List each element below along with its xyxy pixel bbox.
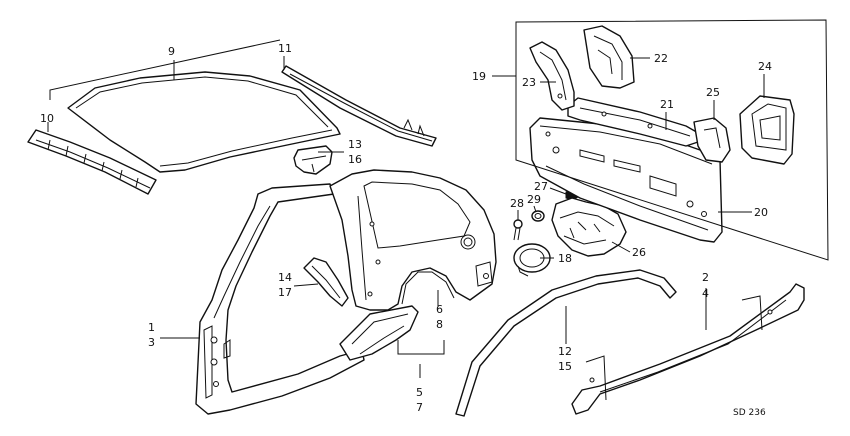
- filler-housing: [551, 197, 627, 257]
- corner-bracket-upper: [583, 25, 635, 89]
- callout-11: 11: [278, 42, 292, 55]
- callout-29: 29: [527, 193, 541, 206]
- callout-20: 20: [754, 206, 768, 219]
- callout-21: 21: [660, 98, 674, 111]
- side-bracket: [529, 41, 575, 111]
- callout-6: 6: [436, 303, 443, 316]
- fuel-filler-door: [513, 243, 551, 277]
- callout-19: 19: [472, 70, 486, 83]
- callout-14: 14: [278, 271, 292, 284]
- roof-panel: [67, 71, 341, 173]
- callout-4: 4: [702, 287, 709, 300]
- callout-10: 10: [40, 112, 54, 125]
- pillar-brace: [303, 257, 349, 307]
- callout-1: 1: [148, 321, 155, 334]
- corner-bracket-lower: [693, 117, 731, 163]
- callout-17: 17: [278, 286, 292, 299]
- rear-assembly-outline: [515, 19, 829, 261]
- outer-side-panel: [195, 183, 365, 415]
- grommet: [531, 210, 545, 222]
- callout-12: 12: [558, 345, 572, 358]
- leader-lines: [47, 39, 765, 378]
- callout-18: 18: [558, 252, 572, 265]
- quarter-panel: [329, 169, 497, 311]
- callout-13: 13: [348, 138, 362, 151]
- callout-9: 9: [168, 45, 175, 58]
- diagram-code: SD 236: [733, 408, 766, 418]
- callout-28: 28: [510, 197, 524, 210]
- callout-7: 7: [416, 401, 423, 414]
- rear-roof-rail: [281, 65, 437, 147]
- screw: [513, 219, 523, 241]
- tail-light-housing: [739, 95, 795, 165]
- callout-labels: 9 11 10 13 16 14 17 1 3 6 8 5 7 2 4 12 1…: [40, 42, 772, 418]
- callout-8: 8: [436, 318, 443, 331]
- callout-25: 25: [706, 86, 720, 99]
- callout-16: 16: [348, 153, 362, 166]
- callout-22: 22: [654, 52, 668, 65]
- callout-24: 24: [758, 60, 772, 73]
- callout-15: 15: [558, 360, 572, 373]
- callout-27: 27: [534, 180, 548, 193]
- roof-gusset: [293, 145, 333, 175]
- roof-molding: [455, 269, 677, 417]
- side-sill: [571, 283, 805, 415]
- callout-3: 3: [148, 336, 155, 349]
- callout-26: 26: [632, 246, 646, 259]
- callout-2: 2: [702, 271, 709, 284]
- front-roof-rail: [27, 129, 157, 195]
- callout-5: 5: [416, 386, 423, 399]
- callout-23: 23: [522, 76, 536, 89]
- rear-sill-extension: [339, 305, 419, 361]
